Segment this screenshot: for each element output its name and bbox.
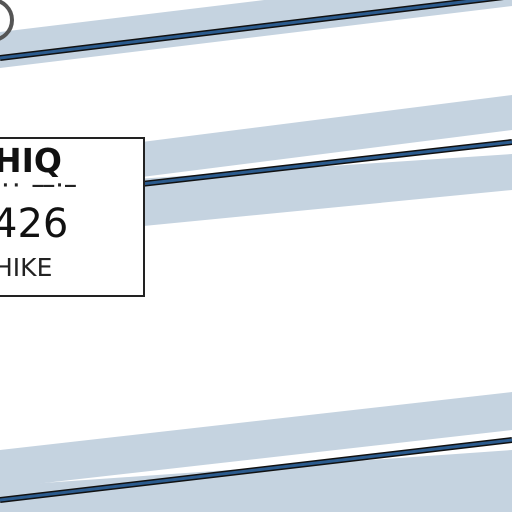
- navaid-name: HIKE: [0, 253, 53, 282]
- navaid-morse-code: ·· ‒‒·‒: [0, 175, 76, 196]
- navaid-ident: HIQ: [0, 141, 62, 180]
- navaid-frequency: 426: [0, 201, 69, 247]
- navaid-info-box: [0, 137, 145, 297]
- circle-icon: [0, 0, 14, 41]
- airway-band-4: [0, 392, 512, 488]
- airway-line-3: [0, 437, 512, 503]
- airway-line-1: [0, 0, 504, 61]
- airway-band-5: [0, 450, 512, 512]
- airway-band-1: [0, 0, 512, 68]
